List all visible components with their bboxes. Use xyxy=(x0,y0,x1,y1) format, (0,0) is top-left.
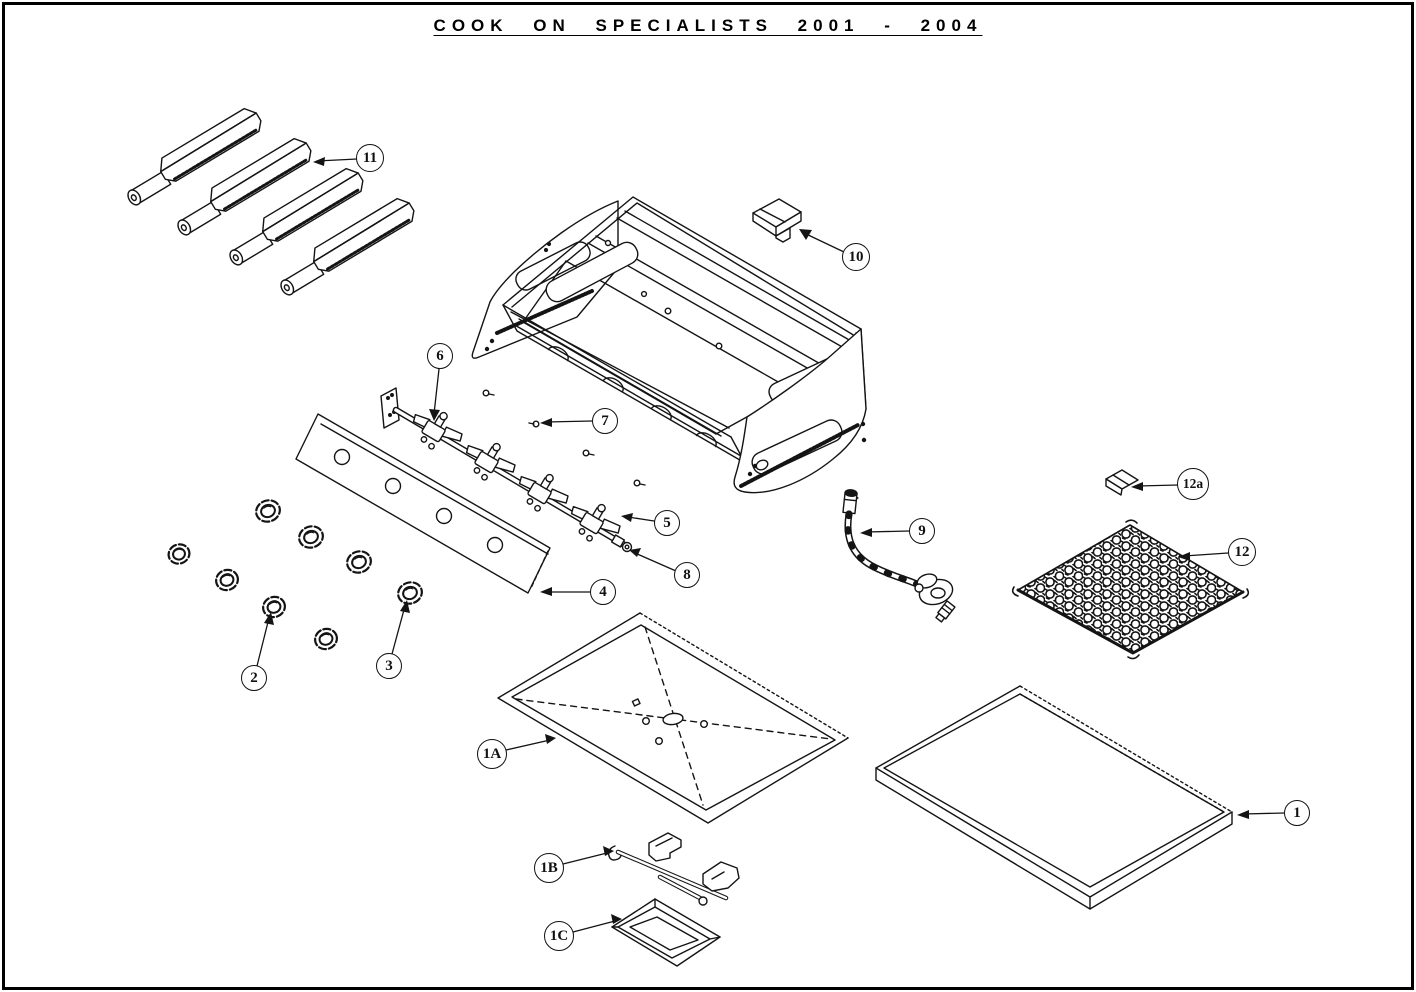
base-tray xyxy=(875,685,1233,910)
callout-12: 12 xyxy=(1228,538,1256,566)
heat-plate-bracket xyxy=(752,198,802,243)
callout-8: 8 xyxy=(674,562,700,588)
bezel-ring xyxy=(262,595,286,619)
callout-1b: 1B xyxy=(534,853,564,883)
screw xyxy=(528,420,540,428)
bezel-ring xyxy=(397,581,423,605)
burner-tube xyxy=(280,197,415,296)
burner-tube xyxy=(177,137,312,236)
mounting-screws xyxy=(482,389,646,487)
regulator xyxy=(914,573,956,623)
callout-3: 3 xyxy=(376,653,402,679)
callout-11: 11 xyxy=(356,144,384,172)
callout-2: 2 xyxy=(241,665,267,691)
control-bezels xyxy=(167,499,423,651)
gas-valve xyxy=(465,442,516,481)
callout-4: 4 xyxy=(590,579,616,605)
pipe-end-fitting xyxy=(610,534,633,553)
bezel-ring xyxy=(298,525,324,549)
hose-connector xyxy=(842,489,858,515)
callout-1c: 1C xyxy=(544,921,574,951)
firebox-body xyxy=(471,196,867,510)
bezel-ring xyxy=(346,550,372,574)
bezel-ring xyxy=(255,499,281,523)
grease-tray xyxy=(611,898,721,967)
gas-valve xyxy=(518,473,569,512)
grate-pad xyxy=(1105,469,1139,496)
gas-valve xyxy=(570,503,621,542)
burner-rail-bracket xyxy=(607,832,740,906)
burner-tubes xyxy=(127,107,415,296)
page-title: COOK ON SPECIALISTS 2001 - 2004 xyxy=(433,16,983,35)
callout-5: 5 xyxy=(654,510,680,536)
screw xyxy=(582,449,595,457)
gas-valve xyxy=(412,411,463,450)
gas-hose-regulator xyxy=(842,489,956,623)
bezel-ring xyxy=(314,627,338,651)
burner-tube xyxy=(229,167,364,266)
bezel-ring xyxy=(167,543,191,565)
leader-lines xyxy=(256,157,1285,933)
callout-7: 7 xyxy=(592,408,618,434)
screw xyxy=(633,479,646,487)
cooking-grate xyxy=(1011,519,1250,660)
callout-1a: 1A xyxy=(477,739,507,769)
callout-1: 1 xyxy=(1284,800,1310,826)
callout-10: 10 xyxy=(842,243,870,271)
callout-12a: 12a xyxy=(1177,468,1209,500)
manifold-assembly xyxy=(380,387,633,553)
burner-tube xyxy=(127,107,262,206)
manifold-flange xyxy=(380,387,400,429)
callout-6: 6 xyxy=(427,343,453,369)
control-panel xyxy=(295,413,551,594)
drip-tray-panel xyxy=(497,612,849,824)
screw xyxy=(482,389,495,397)
callout-9: 9 xyxy=(909,518,935,544)
bezel-ring xyxy=(215,568,239,592)
